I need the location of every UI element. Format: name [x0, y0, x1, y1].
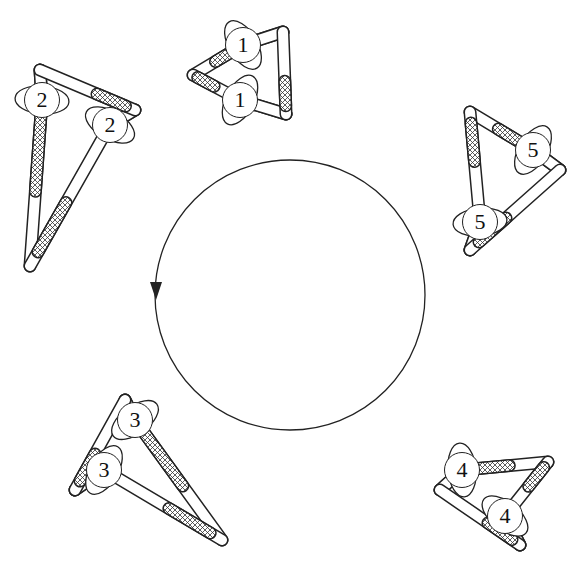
head-circle: 1: [222, 82, 258, 118]
arm: [283, 32, 286, 114]
arm: [280, 81, 291, 106]
shoulders: [475, 488, 535, 544]
arm-outline: [104, 470, 222, 540]
arm-outline: [97, 94, 126, 106]
shoulders: [105, 393, 165, 447]
shoulders: [217, 15, 269, 76]
head-circle: 3: [117, 402, 153, 438]
arm: [30, 125, 110, 266]
head-circle: 5: [515, 132, 551, 168]
arm: [144, 432, 183, 486]
arm: [529, 467, 544, 486]
head-circle: 1: [225, 27, 261, 63]
arm-outline: [283, 32, 286, 114]
callout-number: 2: [105, 114, 116, 136]
dancer-figures: [14, 15, 560, 545]
callout-number: 4: [457, 459, 468, 481]
arm-outline: [471, 123, 475, 162]
head-circle: 5: [462, 204, 498, 240]
arm: [35, 117, 40, 192]
arm-outline: [144, 432, 183, 486]
callout-number: 3: [99, 459, 110, 481]
head-circle: 4: [444, 452, 480, 488]
arm: [97, 94, 126, 106]
arm: [104, 470, 222, 540]
callout-number: 5: [528, 139, 539, 161]
callout-number: 1: [238, 34, 249, 56]
callout-number: 4: [500, 505, 511, 527]
head-circle: 4: [487, 498, 523, 534]
arm-outline: [38, 203, 66, 252]
shoulders: [215, 70, 265, 131]
shoulders: [80, 99, 141, 150]
shoulders: [507, 120, 559, 181]
callout-number: 1: [235, 89, 246, 111]
arm-outline: [529, 467, 544, 486]
arm-outline: [278, 81, 292, 106]
arm-outline: [198, 78, 214, 87]
arm-outline: [35, 117, 40, 192]
shoulders: [78, 440, 130, 501]
arm: [135, 420, 222, 540]
arm: [198, 78, 214, 87]
arm: [169, 509, 210, 534]
head-circle: 2: [24, 82, 60, 118]
arm: [38, 203, 66, 252]
arm-outline: [30, 125, 110, 266]
callout-number: 3: [130, 409, 141, 431]
head-circle: 2: [92, 107, 128, 143]
head-circle: 3: [86, 452, 122, 488]
callout-number: 2: [37, 89, 48, 111]
arm: [471, 123, 475, 162]
arm-outline: [169, 509, 210, 534]
rotation-circle: [150, 160, 425, 430]
callout-number: 5: [475, 211, 486, 233]
arm-outline: [135, 420, 222, 540]
